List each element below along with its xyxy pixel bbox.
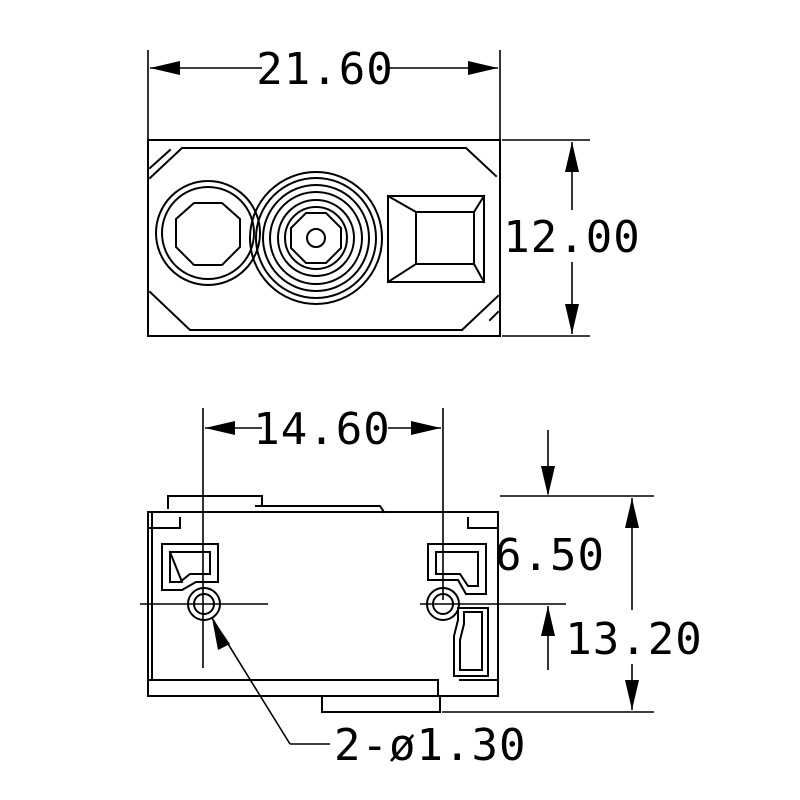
mounting-hole-left xyxy=(140,587,268,621)
left-lens xyxy=(155,180,261,286)
right-slot-inner xyxy=(459,611,483,671)
top-tab-left xyxy=(167,495,263,509)
mounting-hole-right xyxy=(420,587,566,621)
top-bevel-lower xyxy=(148,290,500,331)
left-lens-octagon xyxy=(175,202,241,266)
right-lens-octagon xyxy=(290,212,342,264)
top-height-dim-label: 12.00 xyxy=(503,212,640,263)
width-dim-label: 21.60 xyxy=(256,44,393,95)
hole-offset-dim-label: 6.50 xyxy=(495,530,605,581)
width-dimension: 21.60 xyxy=(150,44,498,95)
hole-spacing-dim-label: 14.60 xyxy=(253,404,390,455)
arrow-up xyxy=(565,142,579,172)
bottom-height-dim-label: 13.20 xyxy=(565,614,702,665)
top-height-dimension: 12.00 xyxy=(502,139,640,337)
right-slot xyxy=(453,607,489,677)
top-outline xyxy=(147,139,501,337)
sensor-window xyxy=(386,194,486,284)
bottom-height-dimension: 13.20 xyxy=(442,495,702,713)
hole-callout: 2-ø1.30 xyxy=(211,617,526,771)
arrow-right xyxy=(468,61,498,75)
hole-callout-label: 2-ø1.30 xyxy=(334,720,526,771)
top-tab-mid xyxy=(255,505,386,514)
hole-offset-dimension: 6.50 xyxy=(495,430,605,670)
top-bevel-upper xyxy=(148,147,498,180)
bottom-tab xyxy=(321,695,441,713)
top-view: 21.60 xyxy=(147,44,640,337)
left-latch xyxy=(161,543,219,591)
bottom-view: 14.60 xyxy=(140,404,702,771)
arrow-left xyxy=(150,61,180,75)
hole-spacing-dimension: 14.60 xyxy=(202,404,444,668)
right-lens xyxy=(249,171,383,305)
right-latch xyxy=(427,543,487,595)
arrow-down xyxy=(565,304,579,334)
